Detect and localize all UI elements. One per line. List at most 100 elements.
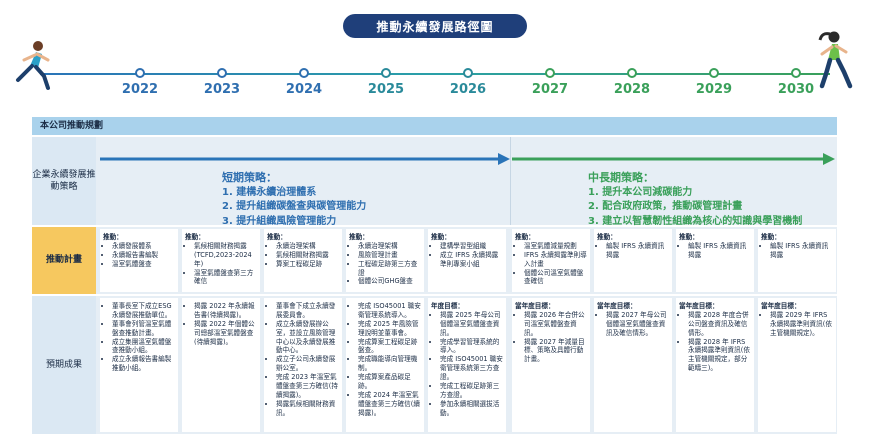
plan-list: 永續治理架構氣候相關財務揭露算案工程碳足跡: [267, 242, 339, 269]
outcome-item: 完成 2025 年風險管理說明並董事會。: [358, 320, 421, 338]
outcome-cell-label: 當年度目標：: [515, 302, 555, 310]
plan-cell: 推動：編製 IFRS 永續資訊揭露: [758, 229, 836, 292]
timeline-dot: [217, 68, 227, 78]
short-term-item: 1. 建構永續治理體系: [222, 186, 317, 198]
outcome-cell: 董事長室下成立ESG 永續發展推動單位。董事會列管溫室氣體盤查推動計畫。成立集團…: [100, 298, 178, 432]
outcome-item: 成立子公司永續發展辦公室。: [276, 355, 339, 373]
outcome-item: 完成 ISO45001 職安衛管理系統導入。: [358, 302, 421, 320]
plan-item: 工程碳足跡第三方查證: [358, 260, 421, 278]
plan-item: 溫室氣體減量規劃: [524, 242, 587, 251]
plan-item: 個體公司GHG盤查: [358, 277, 421, 286]
timeline-dot: [381, 68, 391, 78]
plan-item: 永續治理架構: [358, 242, 421, 251]
outcome-cell: 揭露 2022 年永續報告書(待續揭露)。揭露 2022 年個體公司總部溫室氣體…: [182, 298, 260, 432]
outcome-list: 完成 ISO45001 職安衛管理系統導入。完成 2025 年風險管理說明並董事…: [349, 302, 421, 418]
plan-item: 編製 IFRS 永續資訊揭露: [688, 242, 751, 260]
year-label: 2029: [695, 82, 733, 97]
plan-item: 風險管理計畫: [358, 251, 421, 260]
row-label-plan: 推動計畫: [32, 227, 96, 294]
plan-cell-label: 推動：: [267, 233, 287, 241]
plan-cell-label: 推動：: [597, 233, 617, 241]
outcome-item: 揭露 2025 年母公司個體溫室氣體盤查資訊。: [440, 311, 503, 338]
year-label: 2027: [531, 82, 569, 97]
outcome-item: 成立永續報告書編製推動小組。: [112, 355, 175, 373]
plan-item: 溫室氣體盤查: [112, 260, 175, 269]
mid-term-item: 2. 配合政府政策，推動碳管理計畫: [588, 201, 743, 213]
plan-list: 編製 IFRS 永續資訊揭露: [679, 242, 751, 260]
timeline-dot: [463, 68, 473, 78]
plan-cell-label: 推動：: [515, 233, 535, 241]
row-label-strategy: 企業永續發展推動策略: [32, 137, 96, 225]
plan-cell-label: 推動：: [431, 233, 451, 241]
outcome-cell: 完成 ISO45001 職安衛管理系統導入。完成 2025 年風險管理說明並董事…: [346, 298, 424, 432]
plan-list: 永續治理架構風險管理計畫工程碳足跡第三方查證個體公司GHG盤查: [349, 242, 421, 286]
plan-cell: 推動：編製 IFRS 永續資訊揭露: [594, 229, 672, 292]
timeline-dot: [709, 68, 719, 78]
outcome-cell-label: 當年度目標：: [597, 302, 637, 310]
short-term-arrow: [100, 153, 510, 165]
short-term-heading: 短期策略：: [222, 171, 277, 184]
outcome-cell: 董事會下成立永續發展委員會。成立永續發展辦公室，並設立風險管理中心以及永續發展推…: [264, 298, 342, 432]
plan-item: 氣候相關財務揭露: [276, 251, 339, 260]
outcome-item: 完成學習管理系統的導入。: [440, 338, 503, 356]
outcome-item: 成立集團溫室氣體盤查推動小組。: [112, 338, 175, 356]
plan-cell: 推動：永續發展體系永續報告書編製溫室氣體盤查: [100, 229, 178, 292]
plan-item: 氣候相關財務揭露(TCFD,2023-2024年): [194, 242, 257, 269]
outcome-item: 完成工程碳足跡第三方查證。: [440, 382, 503, 400]
outcome-item: 揭露 2028 年 IFRS 永續揭露準則資訊(依主管機關規定，部分範疇三)。: [688, 338, 751, 374]
plan-list: 編製 IFRS 永續資訊揭露: [761, 242, 833, 260]
outcome-list: 揭露 2025 年母公司個體溫室氣體盤查資訊。完成學習管理系統的導入。完成 IS…: [431, 311, 503, 418]
plan-cell: 推動：永續治理架構氣候相關財務揭露算案工程碳足跡: [264, 229, 342, 292]
mid-term-item: 3. 建立以智慧韌性組織為核心的知識與學習機制: [588, 215, 803, 227]
short-term-item: 2. 提升組織碳盤查與碳管理能力: [222, 201, 367, 213]
outcome-cell: 當年度目標：揭露 2028 年度合併公司盤查資訊及確信情形。揭露 2028 年 …: [676, 298, 754, 432]
outcome-list: 董事長室下成立ESG 永續發展推動單位。董事會列管溫室氣體盤查推動計畫。成立集團…: [103, 302, 175, 373]
plan-item: 永續治理架構: [276, 242, 339, 251]
short-term-item: 3. 提升組織風險管理能力: [222, 215, 337, 227]
plan-item: IFRS 永續揭露準則導入計畫: [524, 251, 587, 269]
year-label: 2025: [367, 82, 405, 97]
outcome-cell-label: 年度目標：: [431, 302, 464, 310]
outcome-item: 成立永續發展辦公室，並設立風險管理中心以及永續發展推動中心。: [276, 320, 339, 356]
outcome-item: 完成算案工程碳足跡盤查。: [358, 338, 421, 356]
outcome-item: 完成 ISO45001 職安衛管理系統第三方查證。: [440, 355, 503, 382]
plan-cell-label: 推動：: [103, 233, 123, 241]
outcome-item: 完成 2024 年溫室氣體盤查第三方確信(續揭露)。: [358, 391, 421, 418]
outcome-item: 揭露 2026 年合併公司溫室氣體盤查資訊。: [524, 311, 587, 338]
plan-item: 算案工程碳足跡: [276, 260, 339, 269]
outcome-item: 揭露 2027 年母公司個體溫室氣體盤查資訊及確信情形。: [606, 311, 669, 338]
timeline-dot: [791, 68, 801, 78]
plan-item: 編製 IFRS 永續資訊揭露: [770, 242, 833, 260]
runner-right-icon: [818, 31, 853, 89]
plan-list: 永續發展體系永續報告書編製溫室氣體盤查: [103, 242, 175, 269]
plan-item: 編製 IFRS 永續資訊揭露: [606, 242, 669, 260]
outcome-list: 揭露 2027 年母公司個體溫室氣體盤查資訊及確信情形。: [597, 311, 669, 338]
strategy-divider: [510, 137, 511, 225]
plan-cell-label: 推動：: [185, 233, 205, 241]
plan-item: 個體公司溫室氣體盤查確信: [524, 269, 587, 287]
timeline-line: [40, 73, 830, 75]
plan-list: 氣候相關財務揭露(TCFD,2023-2024年)溫室氣體盤查第三方確信: [185, 242, 257, 286]
outcome-item: 董事會下成立永續發展委員會。: [276, 302, 339, 320]
plan-item: 永續報告書編製: [112, 251, 175, 260]
plan-cell: 推動：建構學習型組織成立 IFRS 永續揭露準則專案小組: [428, 229, 506, 292]
year-label: 2026: [449, 82, 487, 97]
outcome-item: 揭露 2027 年減量目標、策略及具體行動計畫。: [524, 338, 587, 365]
year-label: 2023: [203, 82, 241, 97]
outcome-list: 揭露 2026 年合併公司溫室氣體盤查資訊。揭露 2027 年減量目標、策略及具…: [515, 311, 587, 364]
plan-item: 成立 IFRS 永續揭露準則專案小組: [440, 251, 503, 269]
timeline-dot: [299, 68, 309, 78]
outcome-cell-label: 當年度目標：: [679, 302, 719, 310]
year-label: 2030: [777, 82, 815, 97]
outcome-item: 揭露氣候相關財務資訊。: [276, 400, 339, 418]
outcome-item: 完成算案產品碳足跡。: [358, 373, 421, 391]
outcome-item: 揭露 2022 年永續報告書(待續揭露)。: [194, 302, 257, 320]
year-label: 2024: [285, 82, 323, 97]
mid-term-item: 1. 提升本公司減碳能力: [588, 186, 693, 198]
year-label: 2028: [613, 82, 651, 97]
outcome-item: 完成 2023 年溫室氣體盤查第三方確信(持續揭露)。: [276, 373, 339, 400]
plan-cell: 推動：氣候相關財務揭露(TCFD,2023-2024年)溫室氣體盤查第三方確信: [182, 229, 260, 292]
outcome-cell: 當年度目標：揭露 2026 年合併公司溫室氣體盤查資訊。揭露 2027 年減量目…: [512, 298, 590, 432]
outcome-item: 揭露 2029 年 IFRS 永續揭露準則資訊(依主管機關規定)。: [770, 311, 833, 338]
plan-cell: 推動：溫室氣體減量規劃IFRS 永續揭露準則導入計畫個體公司溫室氣體盤查確信: [512, 229, 590, 292]
